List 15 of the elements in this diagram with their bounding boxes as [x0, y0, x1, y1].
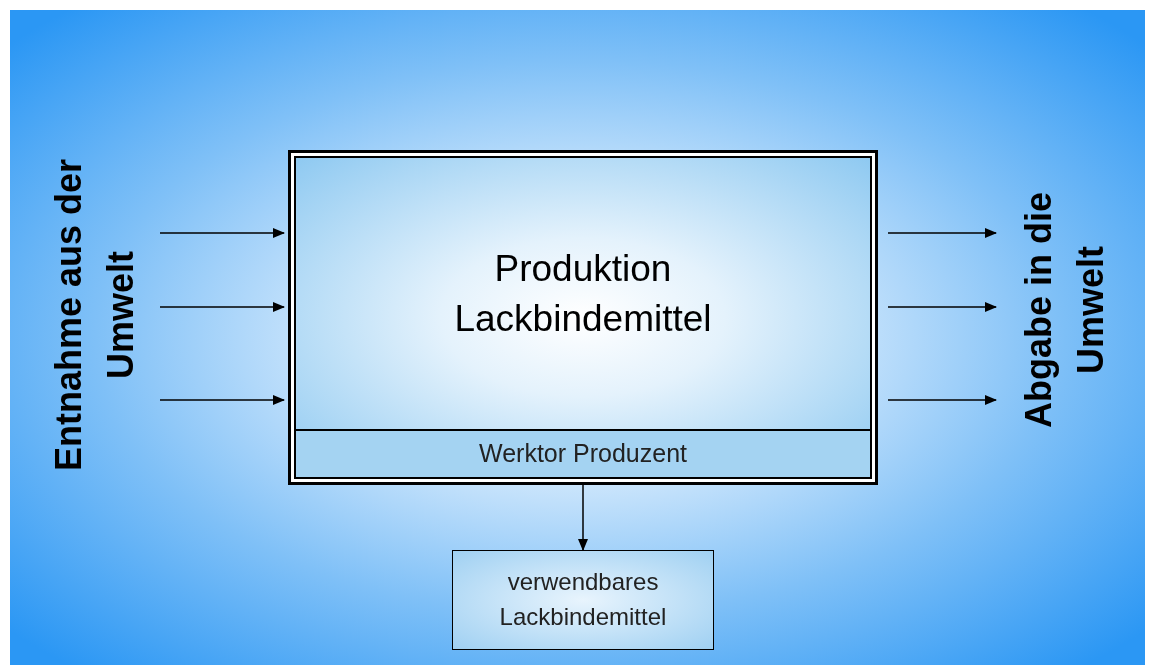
band-label: Werktor Produzent — [479, 438, 687, 470]
vertical-label: Entnahme aus der Umwelt — [46, 157, 142, 474]
arrow — [159, 228, 285, 238]
arrow — [887, 395, 997, 405]
arrow — [159, 302, 285, 312]
output-label: verwendbares Lackbindemittel — [498, 567, 668, 632]
arrow — [887, 228, 997, 238]
gate-band — [296, 429, 870, 477]
output-box — [452, 550, 714, 650]
vertical-label: Abgabe in die Umwelt — [1016, 191, 1112, 430]
arrow — [159, 395, 285, 405]
arrow — [887, 302, 997, 312]
process-box — [288, 150, 878, 485]
arrow — [578, 484, 588, 551]
process-title: Produktion Lackbindemittel — [453, 246, 713, 341]
